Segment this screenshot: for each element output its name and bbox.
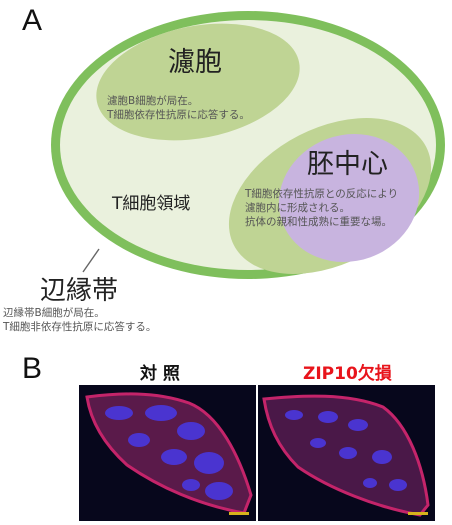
control-follicle	[161, 449, 187, 465]
knockout-follicle	[389, 479, 407, 491]
panel-b-letter: B	[22, 352, 43, 385]
control-follicle	[182, 479, 200, 491]
control-follicle	[194, 452, 224, 474]
knockout-follicle	[363, 478, 377, 488]
follicle-desc-line: 濾胞B細胞が局在。	[107, 95, 199, 107]
knockout-follicle	[318, 411, 338, 423]
knockout-label: ZIP10欠損	[303, 364, 392, 384]
control-follicle	[145, 405, 177, 421]
follicle-title: 濾胞	[168, 47, 222, 78]
control-label: 対 照	[140, 364, 180, 384]
follicle-description: 濾胞B細胞が局在。 T細胞依存性抗原に応答する。	[107, 94, 250, 122]
follicle-shape	[96, 23, 300, 141]
panel-a-letter: A	[22, 4, 43, 37]
germinal-center-shape	[278, 134, 420, 262]
control-follicle	[128, 433, 150, 447]
germinal-center-description: T細胞依存性抗原との反応により 濾胞内に形成される。 抗体の親和性成熟に重要な場…	[245, 187, 398, 229]
germinal-center-desc-line: 抗体の親和性成熟に重要な場。	[245, 216, 392, 228]
marginal-zone-desc-line: 辺縁帯B細胞が局在。	[3, 307, 105, 319]
knockout-follicle	[339, 447, 357, 459]
follicle-desc-line: T細胞依存性抗原に応答する。	[107, 109, 250, 121]
spleen-diagram	[51, 11, 445, 279]
germinal-center-desc-line: 濾胞内に形成される。	[245, 202, 350, 214]
control-follicle	[177, 422, 205, 440]
marginal-zone-title: 辺縁帯	[40, 276, 119, 306]
t-cell-zone-title: T細胞領域	[112, 194, 191, 214]
marginal-zone-desc-line: T細胞非依存性抗原に応答する。	[3, 321, 157, 333]
knockout-follicle	[285, 410, 303, 420]
germinal-center-title: 胚中心	[307, 149, 388, 180]
knockout-micrograph	[258, 385, 435, 521]
germinal-center-desc-line: T細胞依存性抗原との反応により	[245, 188, 399, 200]
control-scale-bar	[229, 512, 249, 515]
knockout-scale-bar	[408, 512, 428, 515]
marginal-zone-description: 辺縁帯B細胞が局在。 T細胞非依存性抗原に応答する。	[3, 306, 156, 334]
marginal-zone-pointer	[82, 248, 100, 273]
knockout-follicle	[310, 438, 326, 448]
control-follicle	[205, 482, 233, 500]
control-follicle	[105, 406, 133, 420]
knockout-follicle	[348, 419, 368, 431]
control-micrograph	[79, 385, 256, 521]
knockout-follicle	[372, 450, 392, 464]
